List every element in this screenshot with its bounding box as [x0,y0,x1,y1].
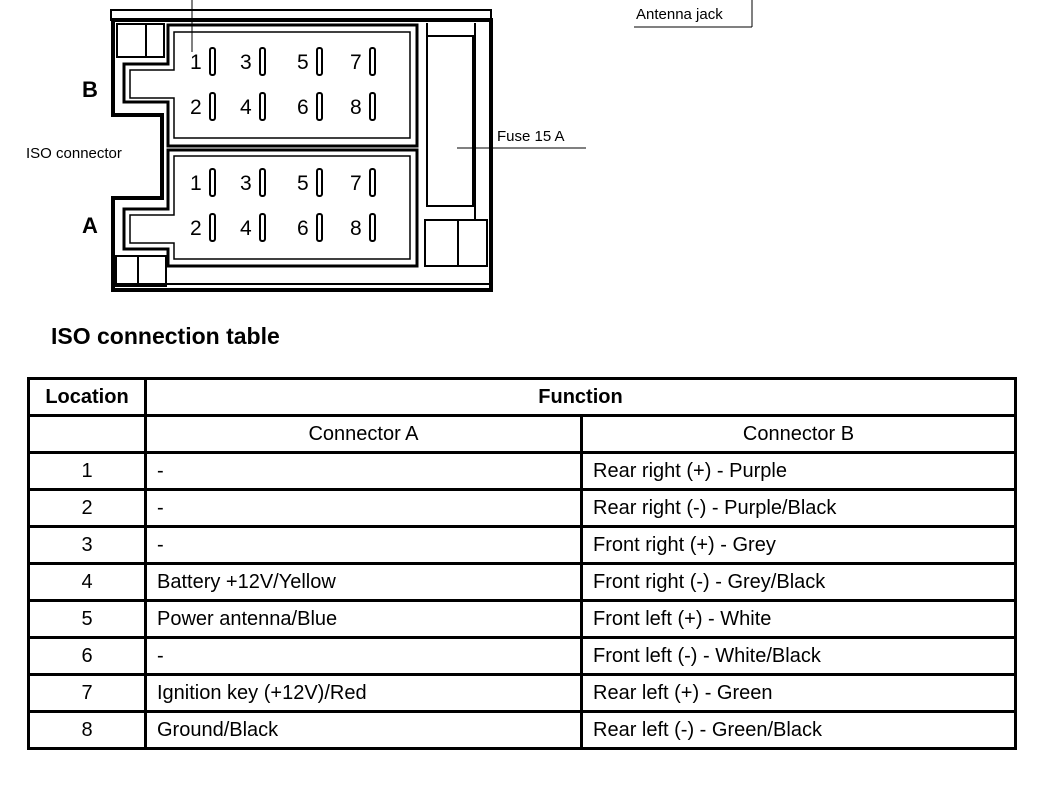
iso-connector-diagram: Antenna jack Fuse 15 A ISO connector B A… [26,0,753,292]
connector-a-pin-number: 3 [240,172,252,195]
connector-a-pin-number: 8 [350,217,362,240]
connector-a-pin-number: 6 [297,217,309,240]
latch-block-top [116,23,165,58]
antenna-jack-label: Antenna jack [636,6,723,23]
connector-b-pin-contact [259,92,266,121]
connector-b-pin-number: 1 [190,51,202,74]
cell-connector-a: Battery +12V/Yellow [144,562,583,602]
connector-a-pin-number: 5 [297,172,309,195]
cell-location: 8 [27,710,147,750]
table-subheader-row: Connector A Connector B [27,414,1017,454]
connector-a-pin-contact [316,168,323,197]
connector-a-pin-number: 7 [350,172,362,195]
table-row: 2-Rear right (-) - Purple/Black [27,488,1017,528]
connector-b-pin-contact [369,92,376,121]
cell-location: 2 [27,488,147,528]
connector-b-pin-contact [316,92,323,121]
header-function: Function [144,377,1017,417]
latch-block-bottom [115,255,167,287]
cell-connector-b: Rear left (+) - Green [580,673,1017,713]
cell-connector-b: Rear right (+) - Purple [580,451,1017,491]
connector-b-pin-number: 2 [190,96,202,119]
connector-a-pin-contact [259,168,266,197]
connector-a-pin-contact [316,213,323,242]
header-connector-b: Connector B [580,414,1017,454]
fuse-base-block [424,219,488,267]
connector-b-pin-contact [316,47,323,76]
header-empty [27,414,147,454]
cell-location: 1 [27,451,147,491]
cell-location: 4 [27,562,147,602]
connector-b-pin-number: 8 [350,96,362,119]
connector-b-slot [122,23,419,148]
connector-a-pin-number: 1 [190,172,202,195]
cell-connector-a: - [144,636,583,676]
connector-a-pin-contact [259,213,266,242]
fuse-label: Fuse 15 A [497,128,565,145]
cell-connector-a: Ground/Black [144,710,583,750]
connector-a-pin-contact [209,213,216,242]
cell-connector-b: Front left (-) - White/Black [580,636,1017,676]
connector-a-pin-contact [209,168,216,197]
connector-b-pin-contact [259,47,266,76]
connector-b-pin-contact [209,47,216,76]
header-location: Location [27,377,147,417]
cell-location: 5 [27,599,147,639]
connector-b-pin-number: 7 [350,51,362,74]
connector-b-pin-number: 6 [297,96,309,119]
cell-connector-b: Rear left (-) - Green/Black [580,710,1017,750]
connector-b-pin-number: 5 [297,51,309,74]
housing-outline [111,18,493,292]
connector-b-pin-contact [209,92,216,121]
connector-a-slot [122,148,419,268]
connector-a-pin-contact [369,213,376,242]
cell-connector-b: Rear right (-) - Purple/Black [580,488,1017,528]
cell-connector-b: Front right (+) - Grey [580,525,1017,565]
connector-a-pin-contact [369,168,376,197]
cell-connector-b: Front right (-) - Grey/Black [580,562,1017,602]
cell-location: 6 [27,636,147,676]
cell-location: 7 [27,673,147,713]
table-row: 3-Front right (+) - Grey [27,525,1017,565]
cell-location: 3 [27,525,147,565]
cell-connector-a: - [144,488,583,528]
cell-connector-a: - [144,525,583,565]
cell-connector-a: Ignition key (+12V)/Red [144,673,583,713]
table-row: 1-Rear right (+) - Purple [27,451,1017,491]
iso-connection-table: Location Function Connector A Connector … [27,377,1017,750]
table-header-row: Location Function [27,377,1017,417]
cell-connector-a: - [144,451,583,491]
iso-connector-label: ISO connector [26,145,122,162]
header-connector-a: Connector A [144,414,583,454]
connector-b-pin-number: 4 [240,96,252,119]
table-title: ISO connection table [51,323,280,349]
table-row: 6-Front left (-) - White/Black [27,636,1017,676]
connector-a-pin-number: 2 [190,217,202,240]
connector-a-pin-number: 4 [240,217,252,240]
cell-connector-a: Power antenna/Blue [144,599,583,639]
cell-connector-b: Front left (+) - White [580,599,1017,639]
fuse-holder [426,35,474,207]
connector-b-pin-number: 3 [240,51,252,74]
connector-b-pin-contact [369,47,376,76]
connector-a-letter: A [82,213,98,238]
connector-b-letter: B [82,77,98,102]
